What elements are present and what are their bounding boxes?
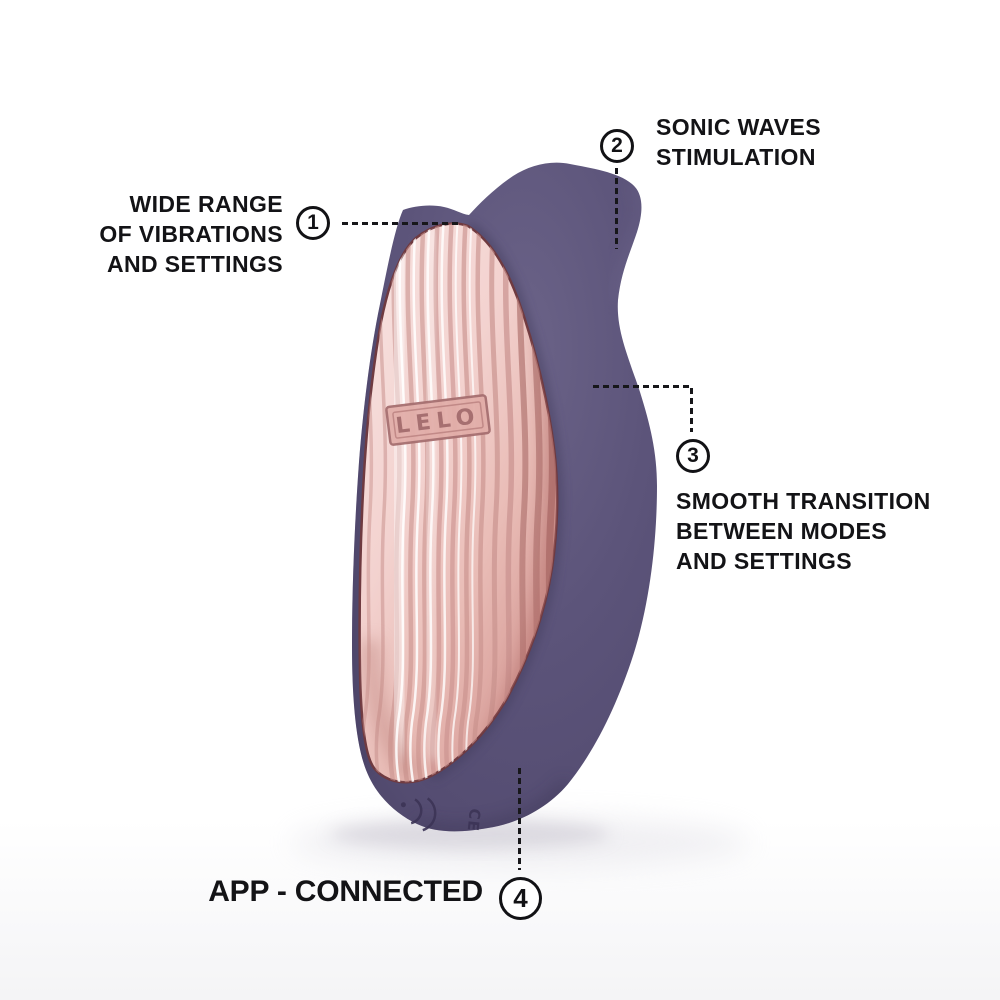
callout-3-number-text: 3 bbox=[687, 444, 699, 467]
callout-3-line-horizontal bbox=[593, 385, 693, 388]
ridge bbox=[458, 223, 472, 783]
ridge bbox=[374, 223, 388, 783]
body-shade-left bbox=[352, 302, 387, 773]
callout-2-number: 2 bbox=[600, 129, 634, 163]
callout-4-number-text: 4 bbox=[513, 883, 528, 913]
wave-dot bbox=[400, 802, 406, 808]
device-shadow-core bbox=[330, 819, 610, 849]
callout-2-number-text: 2 bbox=[611, 134, 623, 157]
callout-3-number: 3 bbox=[676, 439, 710, 473]
callout-2-line bbox=[615, 168, 618, 249]
callout-1-number: 1 bbox=[296, 206, 330, 240]
callout-4-number: 4 bbox=[499, 877, 542, 920]
panel-specular-band bbox=[385, 229, 413, 761]
lelo-plate-inner-frame bbox=[392, 401, 484, 439]
ridge-highlight bbox=[409, 223, 421, 783]
ce-marking: CE bbox=[464, 808, 484, 833]
callout-1-label: WIDE RANGE OF VIBRATIONS AND SETTINGS bbox=[99, 191, 283, 277]
lelo-plate-frame bbox=[385, 394, 491, 446]
ridge-highlight bbox=[465, 223, 477, 783]
callout-1-line bbox=[342, 222, 462, 225]
ridge-highlight bbox=[395, 223, 407, 783]
ridge-highlight bbox=[423, 223, 435, 783]
callout-3-label: SMOOTH TRANSITION BETWEEN MODES AND SETT… bbox=[676, 488, 931, 574]
ridge-highlight bbox=[451, 223, 463, 783]
wave-arc bbox=[422, 797, 437, 832]
ridge bbox=[444, 223, 458, 783]
callout-4-label: APP - CONNECTED bbox=[208, 875, 483, 908]
wave-engraving-icon bbox=[400, 797, 437, 832]
callout-3-line-vertical bbox=[690, 388, 693, 432]
ridge bbox=[416, 223, 430, 783]
callout-2-label: SONIC WAVES STIMULATION bbox=[656, 114, 821, 170]
callout-4-line bbox=[518, 768, 521, 870]
ridge-highlight bbox=[437, 223, 449, 783]
lelo-logo-plate: LELO bbox=[385, 394, 491, 446]
panel-rose-shadow bbox=[361, 639, 422, 782]
wave-arc bbox=[410, 798, 423, 825]
callout-1-number-text: 1 bbox=[307, 211, 319, 234]
